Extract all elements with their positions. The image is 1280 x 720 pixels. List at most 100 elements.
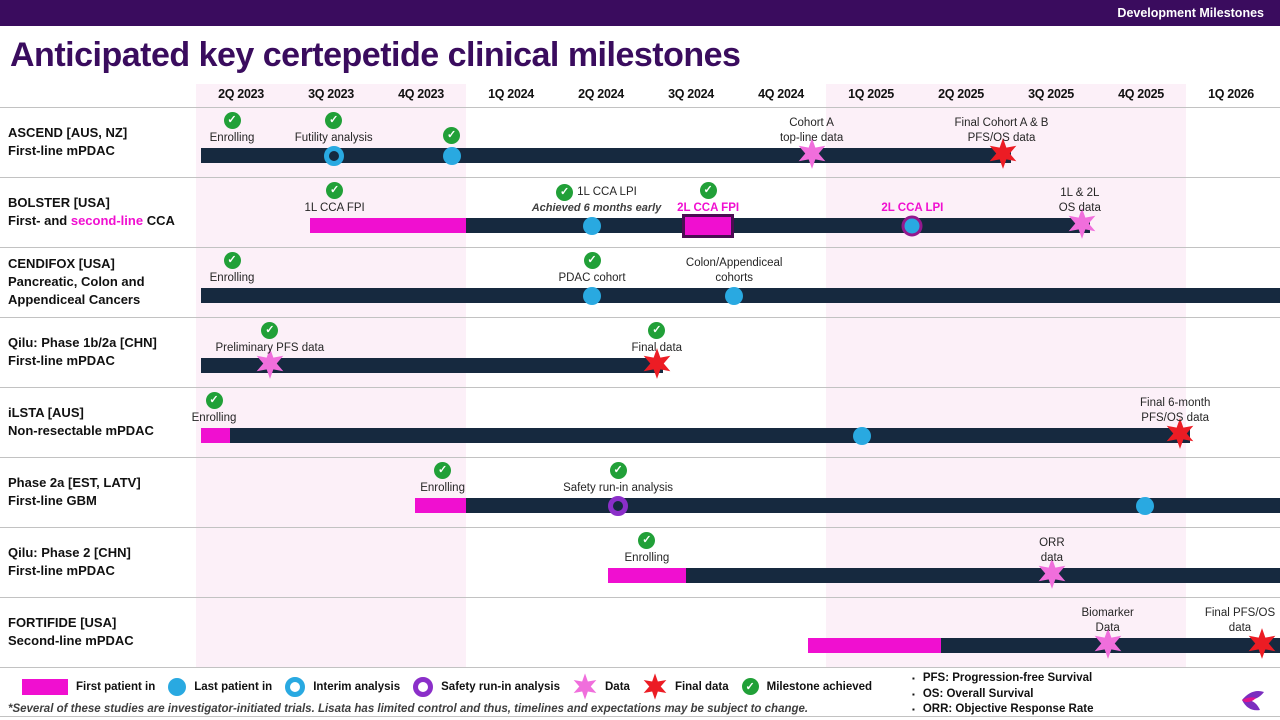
annotation-line: 2L CCA FPI: [677, 202, 740, 214]
quarter-header: 1Q 2024: [488, 87, 534, 101]
abbreviation-item: ▪PFS: Progression-free Survival: [912, 672, 1093, 684]
row-separator: [0, 107, 1280, 108]
legend-label: Final data: [674, 680, 729, 693]
annotation: ✓ Preliminary PFS data: [175, 322, 365, 356]
row-separator: [0, 177, 1280, 178]
last-patient-in-icon: [725, 286, 744, 305]
annotation: Cohort A top-line data: [717, 116, 907, 146]
annotation-line: 2L CCA LPI: [881, 202, 944, 214]
lpi-marker: [583, 216, 601, 235]
annotation-line: PDAC cohort: [558, 272, 626, 284]
annotation-line: Biomarker: [1081, 607, 1134, 619]
annotation-line: data: [1228, 622, 1252, 634]
milestone-check-icon: ✓: [443, 127, 461, 144]
legend-item-star-pink: Data: [573, 673, 630, 700]
final-data-star-icon: [643, 673, 667, 700]
safety-marker: [608, 495, 629, 516]
row-separator: [0, 387, 1280, 388]
interim-analysis-icon: [323, 145, 344, 166]
data-star-icon: [1038, 557, 1066, 589]
first-patient-in-swatch-icon: [22, 678, 68, 695]
timeline-bar-main: [466, 218, 1090, 233]
annotation-line: Data: [1095, 622, 1120, 634]
milestone-check-icon: ✓: [223, 252, 241, 269]
milestone-check-icon: ✓: [325, 112, 343, 129]
annotation: ✓: [357, 127, 547, 146]
study-label-line: BOLSTER [USA]: [8, 195, 110, 210]
annotation-line: Preliminary PFS data: [215, 342, 325, 354]
milestone-check-icon: ✓: [609, 462, 627, 479]
annotation: ✓2L CCA FPI: [613, 182, 803, 216]
annotation-line: 1L & 2L: [1060, 187, 1100, 199]
timeline-bar-main: [685, 568, 1280, 583]
annotation-line: cohorts: [715, 272, 754, 284]
milestone-check-icon: ✓: [205, 392, 223, 409]
data-star-icon: [1068, 207, 1095, 239]
last-patient-in-icon: [442, 146, 461, 165]
legend-label: First patient in: [76, 680, 156, 693]
star-pink-marker: [256, 347, 284, 384]
milestone-check-icon: ✓: [556, 184, 574, 201]
legend-label: Milestone achieved: [766, 680, 873, 693]
lisata-logo: [1242, 691, 1264, 711]
last-patient-in-ringed-icon: [901, 215, 923, 236]
annotation-line: Final data: [631, 342, 683, 354]
legend-label: Data: [605, 680, 630, 693]
study-label-line: Non-resectable mPDAC: [8, 423, 154, 438]
safety-run-in-icon: [413, 676, 434, 697]
interim-marker: [323, 145, 344, 166]
row-separator: [0, 247, 1280, 248]
timeline-bar-fpi: [200, 428, 231, 443]
annotation: ✓Enrolling: [119, 392, 309, 426]
lpi-marker: [853, 426, 871, 445]
quarter-header: 2Q 2024: [578, 87, 624, 101]
star-pink-marker: [1068, 207, 1096, 244]
quarter-highlight-band: [196, 84, 466, 668]
timeline-bar-main: [230, 428, 1191, 443]
study-label-line: First- and second-line CCA: [8, 213, 175, 228]
milestone-check-icon: ✓: [434, 462, 452, 479]
row-separator: [0, 667, 1280, 668]
page-title: Anticipated key certepetide clinical mil…: [10, 36, 741, 74]
study-label-line: First-line mPDAC: [8, 143, 115, 158]
data-star-icon: [798, 137, 825, 169]
annotation-line: Enrolling: [420, 482, 465, 494]
final-data-star-icon: [1166, 417, 1194, 449]
annotation-line: data: [1040, 552, 1064, 564]
row-separator: [0, 597, 1280, 598]
star-red-marker: [989, 137, 1017, 174]
fpi-box-marker: [682, 213, 735, 238]
quarter-header: 1Q 2025: [848, 87, 894, 101]
final-data-star-icon: [643, 347, 671, 379]
lpi-marker: [583, 286, 601, 305]
star-pink-marker: [1038, 557, 1066, 594]
slide-header-bar: Development Milestones: [0, 0, 1280, 26]
quarter-header: 3Q 2023: [308, 87, 354, 101]
annotation-line: Achieved 6 months early: [531, 202, 662, 214]
study-label-line: iLSTA [AUS]: [8, 405, 84, 420]
legend-label: Safety run-in analysis: [441, 680, 560, 693]
abbreviation-item: ▪ORR: Objective Response Rate: [912, 703, 1094, 715]
study-label-line: First-line mPDAC: [8, 353, 115, 368]
annotation: ✓Safety run-in analysis: [523, 462, 713, 496]
quarter-header: 4Q 2025: [1118, 87, 1164, 101]
bottom-divider: [0, 716, 1280, 717]
lpi-marker: [442, 146, 461, 165]
milestone-check-icon: ✓: [261, 322, 279, 339]
safety-run-in-icon: [608, 495, 629, 516]
row-separator: [0, 457, 1280, 458]
annotation-line: top-line data: [779, 132, 844, 144]
study-label-line: First-line mPDAC: [8, 563, 115, 578]
timeline-bar-fpi: [414, 498, 466, 513]
annotation-line: Cohort A: [789, 117, 834, 129]
quarter-header: 1Q 2026: [1208, 87, 1254, 101]
annotation-line: Final 6-month: [1140, 397, 1211, 409]
first-patient-in-box-icon: [682, 213, 735, 238]
study-label-fortifide: FORTIFIDE [USA]Second-line mPDAC: [8, 597, 196, 667]
annotation-line: Futility analysis: [294, 132, 373, 144]
annotation-line: Final PFS/OS: [1204, 607, 1276, 619]
